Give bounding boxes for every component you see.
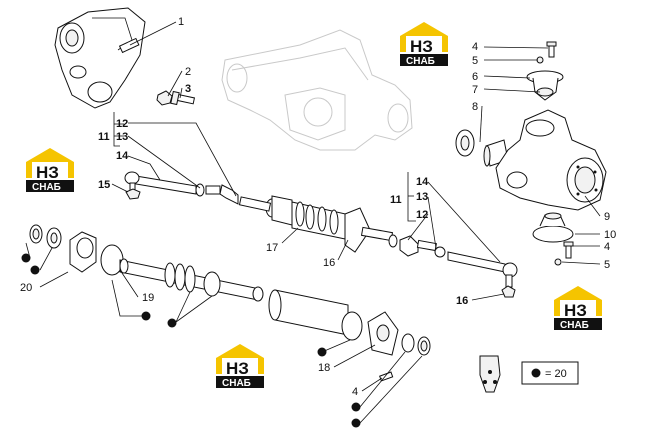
bullet-marker <box>167 318 177 328</box>
part-10-cap <box>532 212 574 266</box>
left-tie-rod <box>124 171 239 205</box>
logo-mark: НЗ <box>410 37 433 56</box>
logo-brand: СНАБ <box>32 182 61 193</box>
label-12: 12 <box>116 118 128 130</box>
label-16: 16 <box>456 295 468 307</box>
logo-brand: СНАБ <box>560 320 589 331</box>
label-13: 13 <box>416 191 428 203</box>
label-5: 5 <box>604 259 610 271</box>
label-5: 5 <box>472 55 478 67</box>
label-12: 12 <box>416 209 428 221</box>
label-3: 3 <box>185 83 191 95</box>
parts-4-5-6-7 <box>526 41 564 101</box>
part-18-tube-flange <box>268 289 431 382</box>
label-10: 10 <box>604 229 616 241</box>
bullet-marker <box>21 253 31 263</box>
label-15: 15 <box>98 179 110 191</box>
label-20: 20 <box>20 282 32 294</box>
label-14: 14 <box>416 176 429 188</box>
bullet-markers <box>21 253 361 428</box>
logo-watermark: НЗ СНАБ <box>26 148 74 193</box>
grease-tube-icon <box>479 355 501 393</box>
part-17-shaft-bellows <box>238 195 398 253</box>
legend-text: = 20 <box>545 368 567 380</box>
label-11: 11 <box>390 194 402 206</box>
axle-housing-ghost <box>221 29 413 151</box>
bullet-marker <box>351 418 361 428</box>
bullet-marker <box>317 347 327 357</box>
label-4: 4 <box>604 241 610 253</box>
label-18: 18 <box>318 362 330 374</box>
legend-bullet <box>531 368 541 378</box>
legend-box: = 20 <box>521 361 579 385</box>
bullet-marker <box>141 311 151 321</box>
logo-mark: НЗ <box>226 359 249 378</box>
label-7: 7 <box>472 84 478 96</box>
part-20-flange-seals <box>29 224 124 276</box>
logo-watermark: НЗ СНАБ <box>554 286 602 331</box>
label-13: 13 <box>116 131 128 143</box>
part-labels: 1 2 3 4 5 6 7 8 9 10 4 5 11 12 13 14 15 … <box>20 16 616 398</box>
label-4: 4 <box>352 386 358 398</box>
part-19-shaft <box>119 258 264 302</box>
right-tie-rod <box>399 235 518 298</box>
logo-brand: СНАБ <box>406 56 435 67</box>
part-8-bearing <box>455 129 509 167</box>
part-1-carrier <box>54 7 146 109</box>
label-2: 2 <box>185 66 191 78</box>
logo-brand: СНАБ <box>222 378 251 389</box>
label-4: 4 <box>472 41 478 53</box>
logo-watermark: НЗ СНАБ <box>216 344 264 389</box>
label-1: 1 <box>178 16 184 28</box>
label-11: 11 <box>98 131 110 143</box>
logo-mark: НЗ <box>36 163 59 182</box>
label-19: 19 <box>142 292 154 304</box>
label-6: 6 <box>472 71 478 83</box>
label-8: 8 <box>472 101 478 113</box>
bullet-marker <box>351 402 361 412</box>
logo-mark: НЗ <box>564 301 587 320</box>
label-17: 17 <box>266 242 278 254</box>
bullet-marker <box>30 265 40 275</box>
logo-watermark: НЗ СНАБ <box>400 22 448 67</box>
label-16: 16 <box>323 257 335 269</box>
part-9-knuckle <box>495 109 607 211</box>
label-14: 14 <box>116 150 129 162</box>
leader-lines <box>25 21 601 424</box>
label-9: 9 <box>604 211 610 223</box>
